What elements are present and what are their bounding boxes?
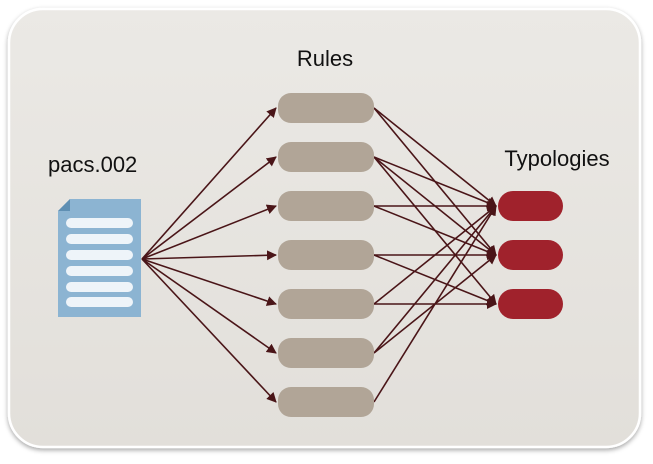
source-label: pacs.002 (48, 152, 137, 177)
source-to-rule-arrow (141, 107, 277, 260)
source-to-rule-arrow (141, 258, 277, 354)
document-icon (58, 199, 141, 317)
rule-node (278, 191, 374, 221)
rule-to-typology-arrow (373, 205, 497, 257)
rule-node (278, 387, 374, 417)
background-panel (7, 7, 642, 449)
source-to-rule-arrow (141, 204, 277, 260)
rule-to-typology-arrow (373, 156, 497, 208)
rule-node (278, 289, 374, 319)
rule-node (278, 142, 374, 172)
connection-arrows (141, 107, 497, 403)
source-to-rule-arrow (141, 258, 277, 403)
source-to-rule-arrow (141, 156, 277, 260)
source-to-rule-arrow (141, 250, 277, 261)
rule-to-typology-arrow (373, 107, 497, 207)
rule-node (278, 338, 374, 368)
typology-nodes (498, 191, 563, 319)
rule-to-typology-arrow (373, 205, 497, 354)
typology-node (498, 191, 563, 221)
typology-node (498, 289, 563, 319)
rule-nodes (278, 93, 374, 417)
rules-heading: Rules (297, 46, 353, 71)
rule-node (278, 93, 374, 123)
typology-node (498, 240, 563, 270)
source-to-rule-arrow (141, 258, 277, 306)
typologies-heading: Typologies (504, 146, 609, 171)
rule-to-typology-arrow (373, 205, 497, 305)
rule-to-typology-arrow (373, 205, 497, 403)
rule-node (278, 240, 374, 270)
